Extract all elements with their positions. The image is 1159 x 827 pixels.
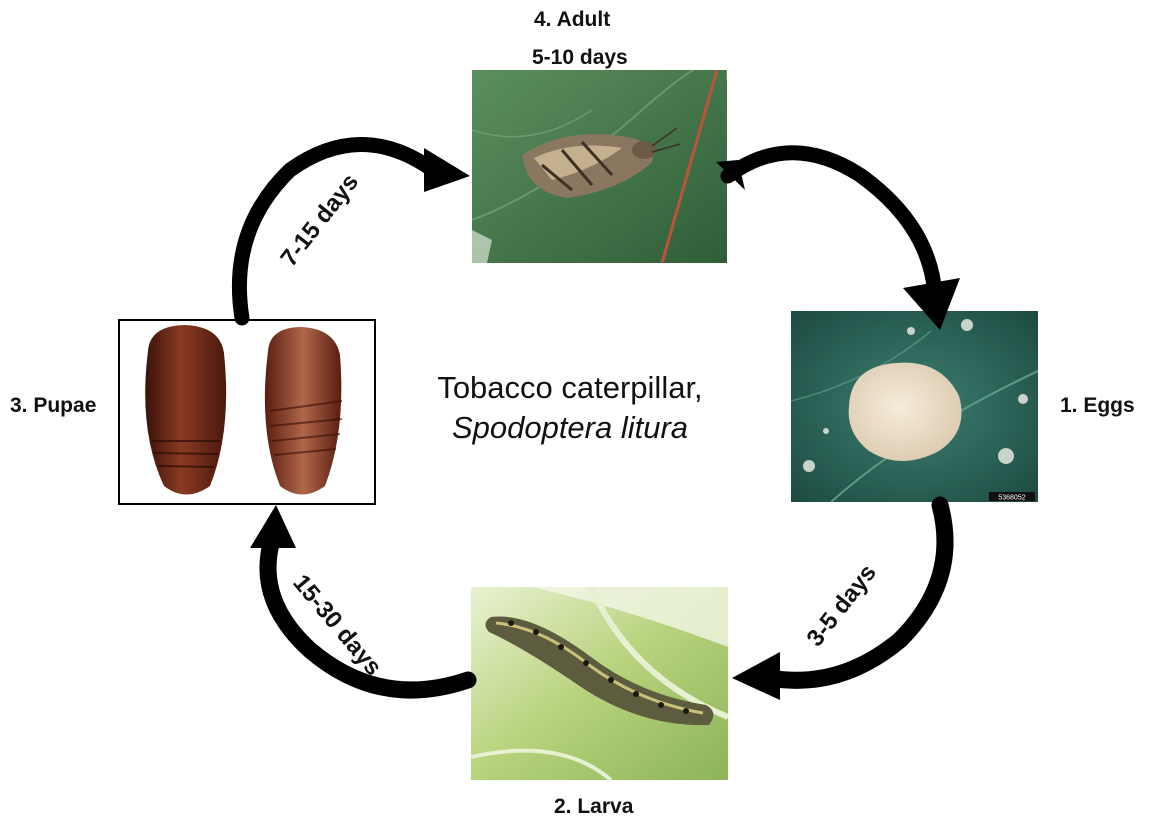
duration-eggs-to-larva: 3-5 days xyxy=(801,559,881,651)
arrow-pupae-to-adult xyxy=(239,144,470,318)
duration-pupae-to-adult: 7-15 days xyxy=(275,169,364,272)
arrow-adult-to-eggs xyxy=(716,153,960,330)
